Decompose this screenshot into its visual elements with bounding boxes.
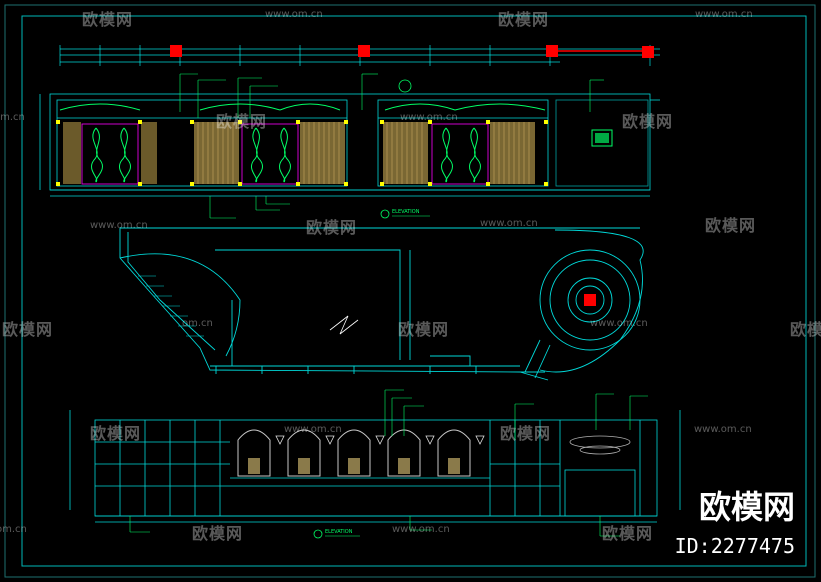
wood-panels	[63, 122, 535, 184]
top-leaders	[179, 73, 604, 219]
section-mark-icon	[398, 79, 412, 93]
red-markers	[170, 45, 654, 58]
bottom-elevation-title: ELEVATION	[313, 529, 360, 539]
watermark-url: www.om.cn	[284, 424, 342, 435]
watermark-url: om.cn	[182, 318, 213, 329]
window-figures	[248, 458, 460, 474]
watermark-brand: 欧模网	[498, 10, 550, 29]
drawing-frame	[21, 15, 807, 567]
watermark-url: om.cn	[0, 524, 27, 535]
watermark-brand: 欧模网	[306, 218, 358, 237]
section-break-icon	[329, 315, 359, 335]
watermark-brand: 欧模网	[705, 216, 757, 235]
floor-plan	[119, 227, 644, 381]
top-elevation-title: ELEVATION	[380, 209, 430, 219]
watermark-brand: 欧模网	[790, 320, 821, 339]
watermark-brand: 欧模网	[398, 320, 450, 339]
watermark-brand: 欧模网	[2, 320, 54, 339]
yellow-nodes	[56, 120, 548, 186]
watermark-url: www.om.cn	[90, 220, 148, 231]
arched-windows	[237, 429, 471, 477]
bottom-elevation-label: ELEVATION	[325, 529, 353, 535]
model-id: ID:2277475	[674, 534, 795, 558]
ornament-panels	[59, 103, 613, 185]
watermark-brand: 欧模网	[500, 424, 552, 443]
stair-treads	[138, 275, 204, 337]
bottom-leaders	[129, 389, 648, 537]
watermark-brand: 欧模网	[82, 10, 134, 29]
watermark-url: www.om.cn	[265, 9, 323, 20]
watermark-url: www.om.cn	[480, 218, 538, 229]
bottom-elevation	[69, 410, 681, 523]
watermark-brand: 欧模网	[192, 524, 244, 543]
watermark-url: www.om.cn	[392, 524, 450, 535]
watermark-brand: 欧模网	[602, 524, 654, 543]
watermark-url: om.cn	[0, 112, 25, 123]
watermark-brand: 欧模网	[622, 112, 674, 131]
outer-frame	[4, 4, 816, 578]
brand-logo: 欧模网	[698, 488, 795, 526]
watermark-brand: 欧模网	[216, 112, 268, 131]
top-elevation-label: ELEVATION	[392, 209, 420, 215]
ceiling-ring	[569, 435, 631, 455]
watermark-brand: 欧模网	[90, 424, 142, 443]
watermark-url: www.om.cn	[695, 9, 753, 20]
center-red-marker	[584, 294, 596, 306]
watermark-url: www.om.cn	[590, 318, 648, 329]
wall-sconces	[275, 435, 485, 445]
watermark-url: www.om.cn	[694, 424, 752, 435]
watermark-url: www.om.cn	[400, 112, 458, 123]
